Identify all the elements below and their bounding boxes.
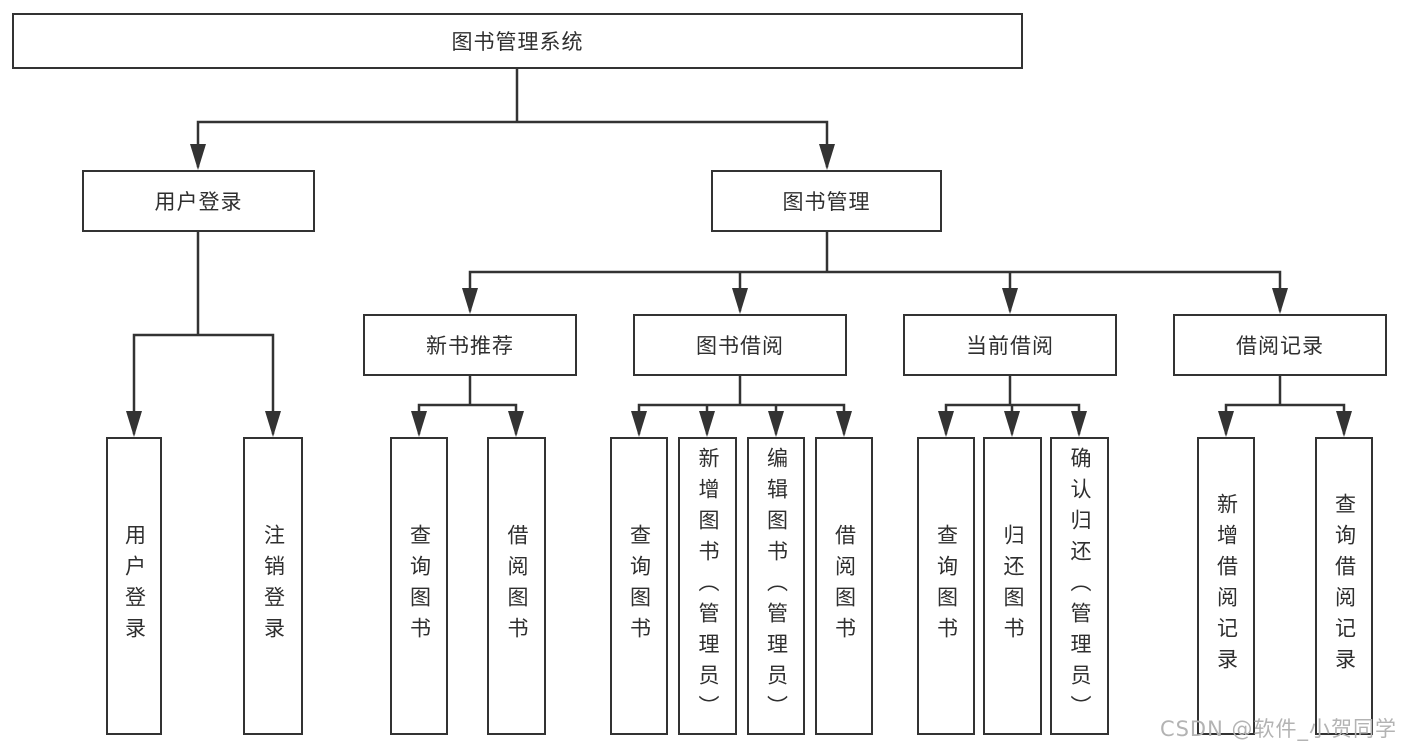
leaf-confirm-return-admin-label: 确认归还（管理员） — [1068, 446, 1092, 726]
leaf-logout-label: 注销登录 — [261, 524, 286, 648]
node-new-book-recommend: 新书推荐 — [363, 314, 577, 376]
leaf-user-login-label: 用户登录 — [122, 524, 147, 648]
leaf-add-borrow-record: 新增借阅记录 — [1197, 437, 1255, 735]
node-book-management: 图书管理 — [711, 170, 942, 232]
leaf-edit-book-admin-label: 编辑图书（管理员） — [764, 446, 789, 726]
leaf-query-book-borrow: 查询图书 — [610, 437, 668, 735]
leaf-query-book-recommend: 查询图书 — [390, 437, 448, 735]
leaf-add-book-admin: 新增图书（管理员） — [678, 437, 737, 735]
leaf-return-book-label: 归还图书 — [1001, 524, 1025, 648]
leaf-query-book-borrow-label: 查询图书 — [627, 524, 652, 648]
node-book-borrow: 图书借阅 — [633, 314, 847, 376]
leaf-user-login: 用户登录 — [106, 437, 162, 735]
leaf-query-book-current: 查询图书 — [917, 437, 975, 735]
node-current-borrow: 当前借阅 — [903, 314, 1117, 376]
leaf-borrow-book: 借阅图书 — [815, 437, 873, 735]
leaf-query-borrow-record: 查询借阅记录 — [1315, 437, 1373, 735]
leaf-query-book-current-label: 查询图书 — [934, 524, 959, 648]
leaf-borrow-book-label: 借阅图书 — [832, 524, 857, 648]
node-borrow-records: 借阅记录 — [1173, 314, 1387, 376]
leaf-borrow-book-recommend-label: 借阅图书 — [505, 524, 529, 648]
leaf-query-book-recommend-label: 查询图书 — [407, 524, 432, 648]
leaf-return-book: 归还图书 — [983, 437, 1042, 735]
leaf-add-book-admin-label: 新增图书（管理员） — [696, 446, 720, 726]
arrowheads — [126, 144, 1352, 437]
leaf-logout: 注销登录 — [243, 437, 303, 735]
leaf-borrow-book-recommend: 借阅图书 — [487, 437, 546, 735]
leaf-query-borrow-record-label: 查询借阅记录 — [1332, 493, 1357, 679]
node-user-login: 用户登录 — [82, 170, 315, 232]
node-root: 图书管理系统 — [12, 13, 1023, 69]
leaf-add-borrow-record-label: 新增借阅记录 — [1214, 493, 1239, 679]
watermark: CSDN @软件_小贺同学 — [1159, 717, 1397, 741]
leaf-edit-book-admin: 编辑图书（管理员） — [747, 437, 805, 735]
leaf-confirm-return-admin: 确认归还（管理员） — [1050, 437, 1109, 735]
